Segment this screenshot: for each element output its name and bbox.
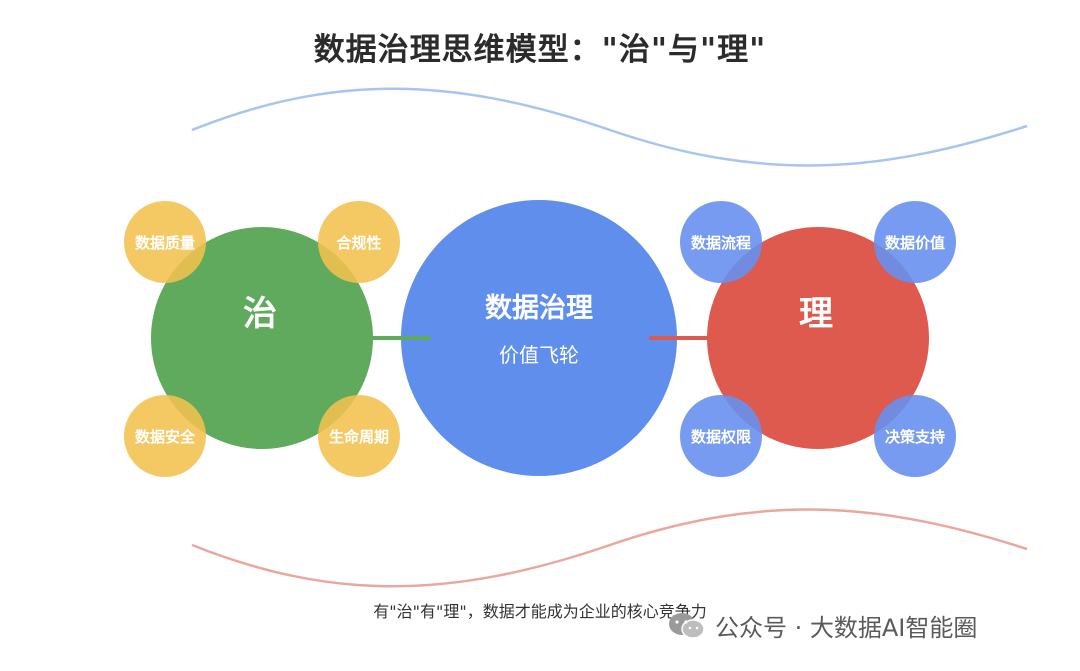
watermark-text: 公众号 · 大数据AI智能圈 <box>715 614 978 642</box>
satellite-lifecycle: 生命周期 <box>318 395 400 477</box>
watermark: 公众号 · 大数据AI智能圈 <box>667 608 977 643</box>
wechat-icon <box>669 612 705 639</box>
data-governance-circle: 数据治理 价值飞轮 <box>401 200 677 476</box>
caption-text: 有"治"有"理"，数据才能成为企业的核心竞争力 <box>373 602 707 621</box>
satellite-data-process: 数据流程 <box>680 201 762 283</box>
satellite-data-permission: 数据权限 <box>680 395 762 477</box>
satellite-data-security: 数据安全 <box>124 395 206 477</box>
center-subtitle: 价值飞轮 <box>499 343 579 367</box>
center-title: 数据治理 <box>485 293 593 324</box>
page-title: 数据治理思维模型："治"与"理" <box>313 32 767 68</box>
satellite-data-value: 数据价值 <box>874 201 956 283</box>
satellite-data-quality: 数据质量 <box>124 201 206 283</box>
wave-bottom <box>191 508 1028 588</box>
wave-top <box>191 87 1028 167</box>
li-label: 理 <box>799 293 833 334</box>
zhi-label: 治 <box>243 293 277 334</box>
satellite-compliance: 合规性 <box>318 201 400 283</box>
satellite-decision-support: 决策支持 <box>874 395 956 477</box>
